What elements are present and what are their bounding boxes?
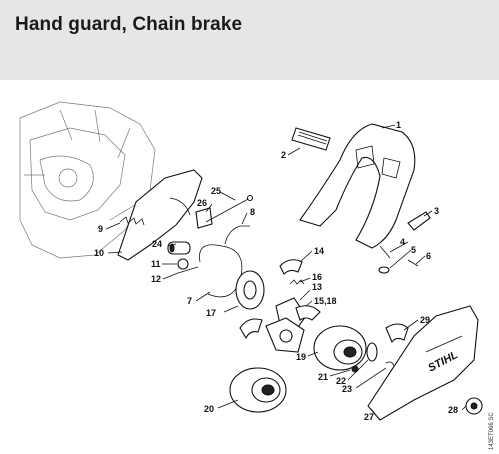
label-21: 21 xyxy=(318,372,328,382)
part-4-screw xyxy=(379,245,391,259)
label-29: 29 xyxy=(420,315,430,325)
part-7-brake-band xyxy=(199,244,243,298)
part-5-washer xyxy=(378,266,390,274)
label-4: 4 xyxy=(400,237,405,247)
part-20-rim-sprocket-drum xyxy=(229,367,287,413)
label-15-18: 15,18 xyxy=(314,296,337,306)
part-23-e-clip xyxy=(385,361,395,367)
header-bar xyxy=(0,0,499,80)
part-12-screw xyxy=(177,266,199,274)
page-title: Hand guard, Chain brake xyxy=(15,14,243,35)
label-8: 8 xyxy=(250,207,255,217)
part-19-clutch-drum xyxy=(313,325,367,371)
part-10-brake-cover xyxy=(117,169,203,261)
label-13: 13 xyxy=(312,282,322,292)
part-25-rod xyxy=(205,197,251,223)
label-24: 24 xyxy=(152,239,162,249)
part-16-spring xyxy=(289,279,305,285)
label-7: 7 xyxy=(187,296,192,306)
drawing-code: 143ET066 SC xyxy=(489,412,495,450)
part-8-link xyxy=(224,225,250,245)
part-11-spring-sleeve xyxy=(177,258,189,270)
label-16: 16 xyxy=(312,272,322,282)
part-1-hand-guard xyxy=(299,123,416,249)
part-9-brake-spring xyxy=(119,216,145,226)
part-29-catcher xyxy=(385,323,409,344)
part-6-screw xyxy=(407,259,419,267)
part-labels: 1 2 3 4 5 6 7 8 9 10 11 12 13 14 15,18 1… xyxy=(94,120,458,422)
label-26: 26 xyxy=(197,198,207,208)
label-6: 6 xyxy=(426,251,431,261)
leader-lines xyxy=(105,124,467,416)
label-11: 11 xyxy=(151,259,161,269)
part-3-bracket xyxy=(407,211,431,231)
label-5: 5 xyxy=(411,245,416,255)
label-22: 22 xyxy=(336,376,346,386)
label-2: 2 xyxy=(281,150,286,160)
label-3: 3 xyxy=(434,206,439,216)
label-27: 27 xyxy=(364,412,374,422)
exploded-parts-diagram: STIHL 1 2 3 4 xyxy=(19,101,495,450)
part-26-lever xyxy=(195,207,213,229)
label-28: 28 xyxy=(448,405,458,415)
label-17: 17 xyxy=(206,308,216,318)
label-19: 19 xyxy=(296,352,306,362)
label-9: 9 xyxy=(98,224,103,234)
label-25: 25 xyxy=(211,186,221,196)
label-1: 1 xyxy=(396,120,401,130)
part-22-washer xyxy=(366,342,378,362)
part-14-shoe xyxy=(279,259,303,275)
label-10: 10 xyxy=(94,248,104,258)
label-12: 12 xyxy=(151,274,161,284)
part-21-needle-cage xyxy=(351,365,359,373)
part-27-sprocket-cover xyxy=(367,305,479,421)
label-23: 23 xyxy=(342,384,352,394)
label-20: 20 xyxy=(204,404,214,414)
label-14: 14 xyxy=(314,246,324,256)
